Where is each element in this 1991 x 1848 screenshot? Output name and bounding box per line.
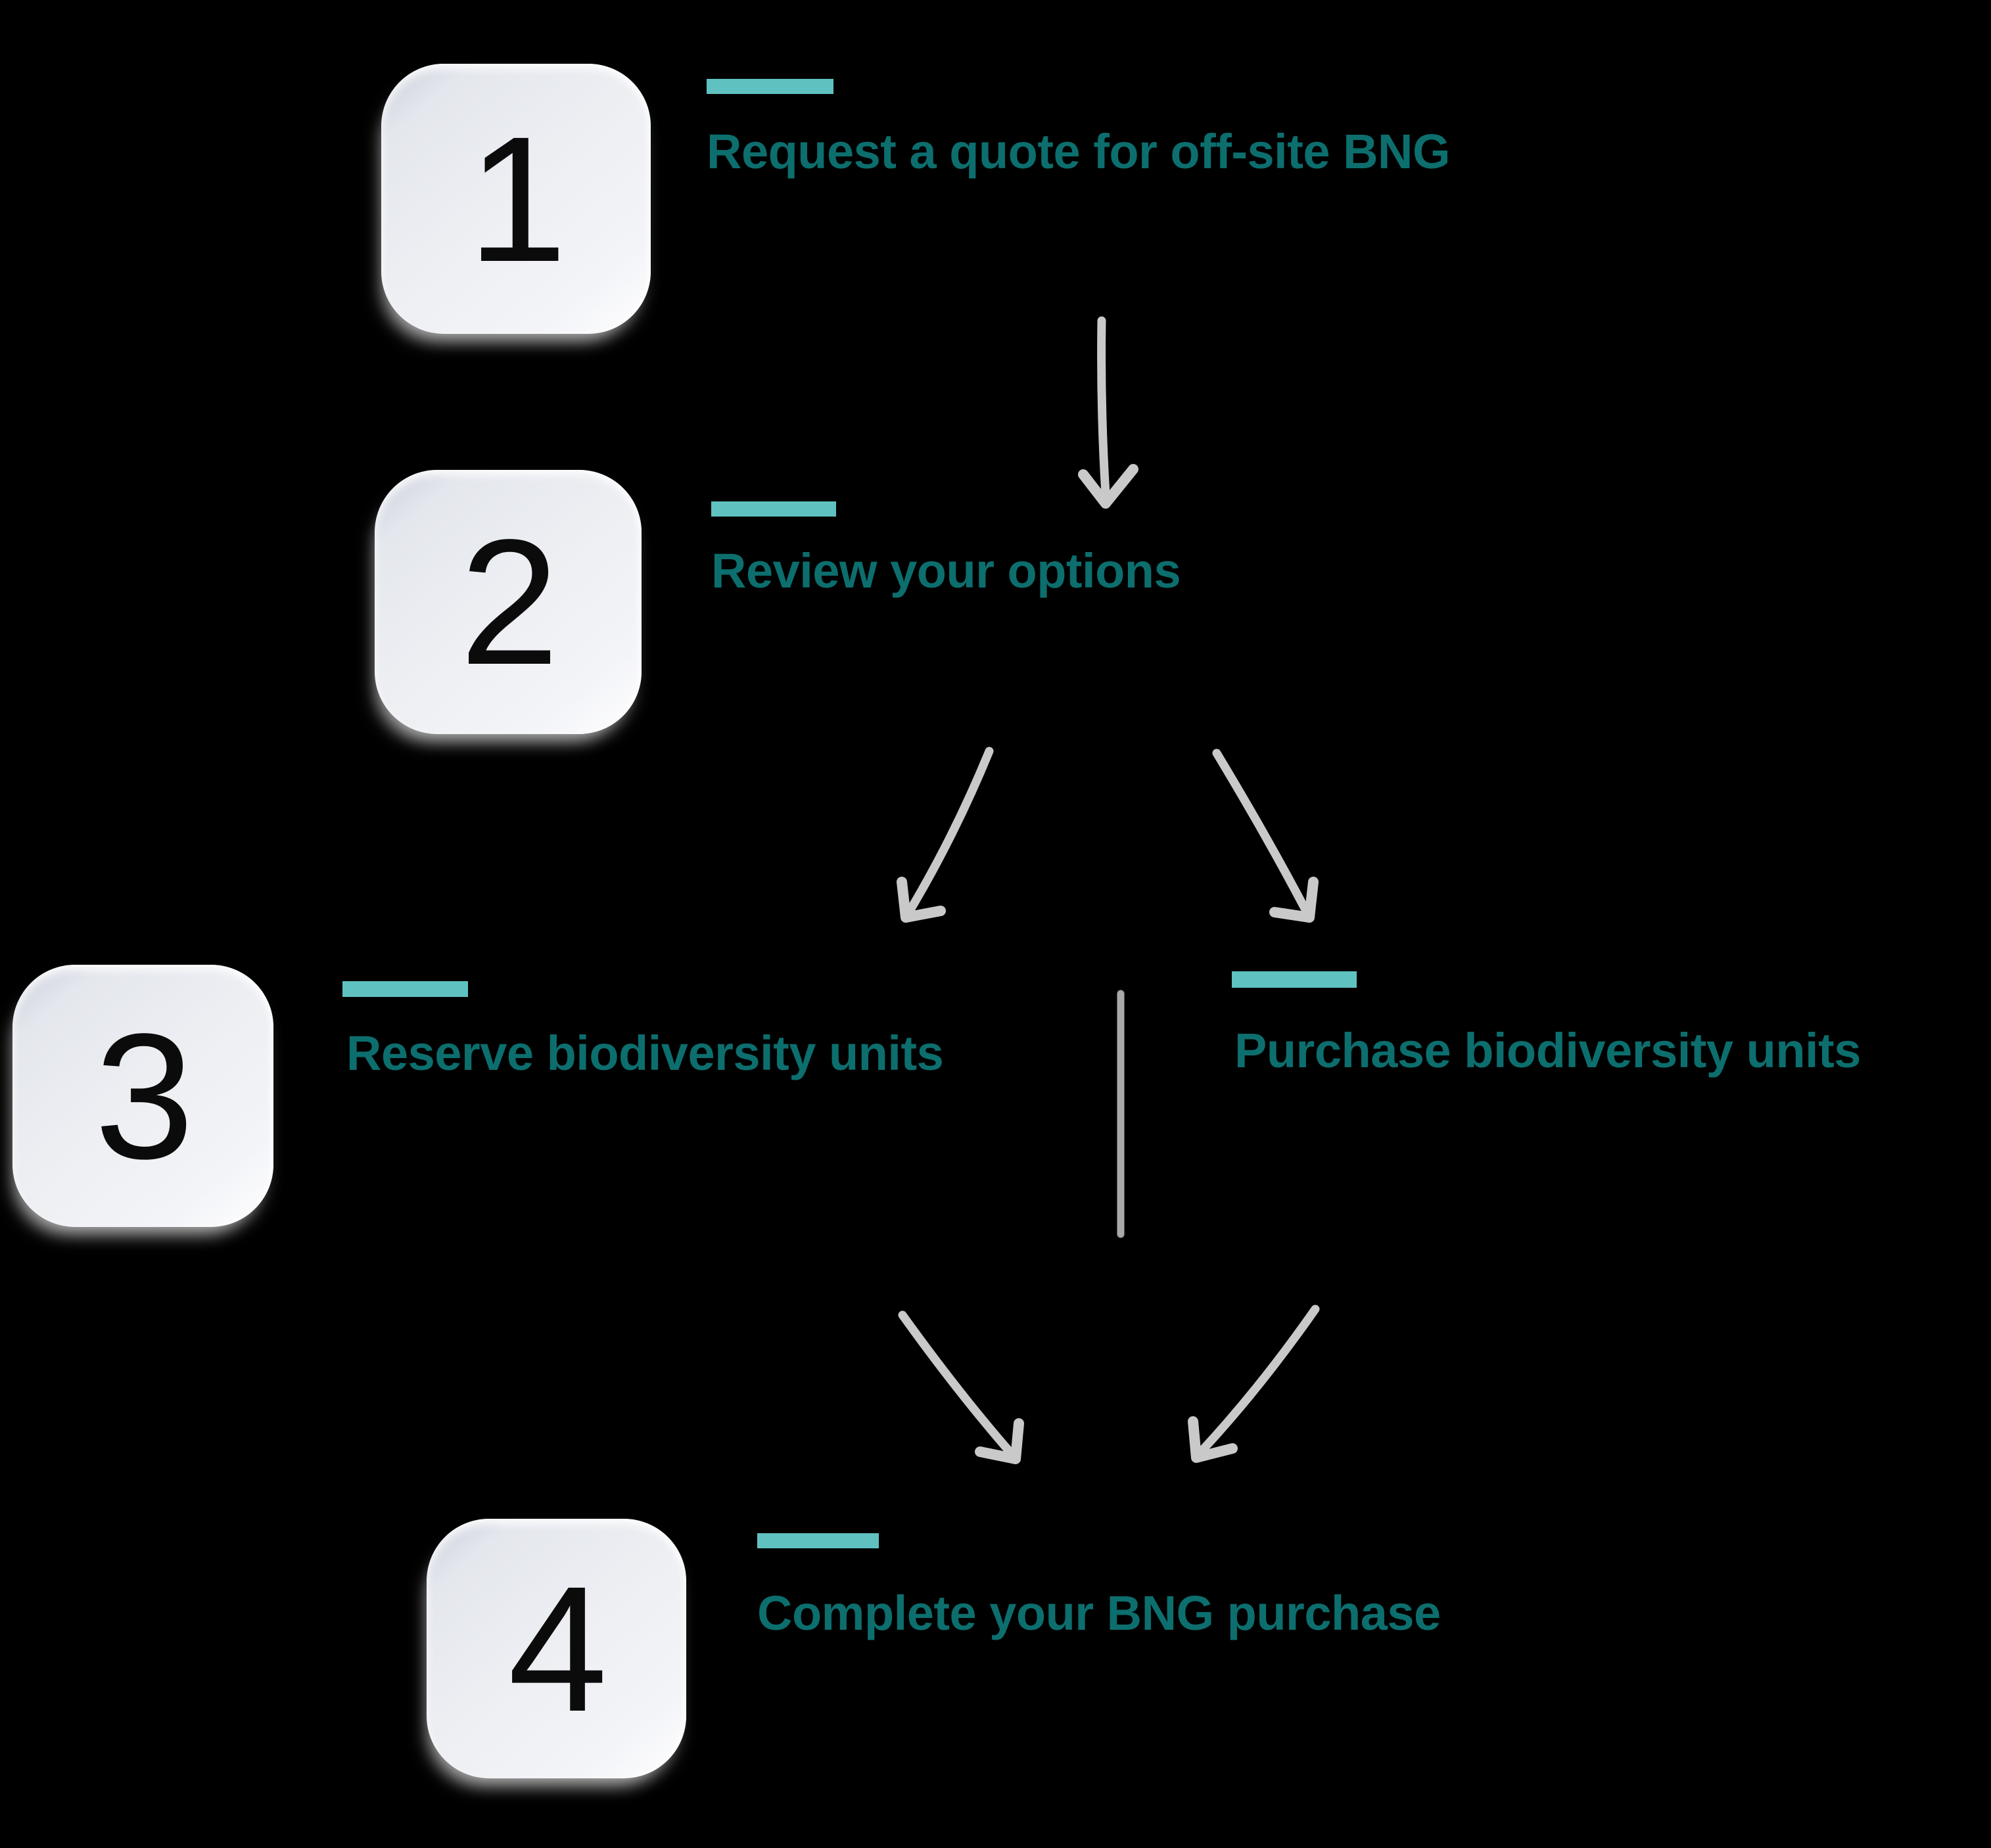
step-1-number: 1 — [467, 99, 567, 299]
branch-reserve-accent-bar — [342, 981, 468, 997]
step-4-accent-bar — [757, 1533, 879, 1548]
arrow-step2-to-reserve — [897, 747, 994, 923]
step-4-card: 4 — [427, 1519, 686, 1778]
step-2-title: Review your options — [711, 543, 1181, 598]
step-4-title: Complete your BNG purchase — [757, 1586, 1441, 1640]
step-3-number: 3 — [94, 996, 194, 1196]
step-1-title: Request a quote for off-site BNG — [707, 124, 1451, 179]
arrow-purchase-to-step4 — [1188, 1305, 1320, 1463]
branch-divider-line — [1117, 990, 1124, 1237]
step-1-accent-bar — [707, 79, 833, 94]
step-2-card: 2 — [375, 470, 642, 734]
step-2-number: 2 — [459, 502, 559, 702]
step-1-card: 1 — [381, 64, 651, 334]
arrow-step2-to-purchase — [1212, 749, 1319, 923]
step-4-number: 4 — [507, 1548, 607, 1749]
step-2-accent-bar — [711, 501, 836, 517]
arrow-step1-to-step2 — [1078, 316, 1138, 509]
step-3-card: 3 — [12, 965, 273, 1227]
arrow-reserve-to-step4 — [898, 1310, 1024, 1464]
branch-purchase-title: Purchase biodiversity units — [1234, 1023, 1861, 1078]
branch-reserve-title: Reserve biodiversity units — [346, 1026, 944, 1080]
branch-purchase-accent-bar — [1232, 971, 1357, 988]
